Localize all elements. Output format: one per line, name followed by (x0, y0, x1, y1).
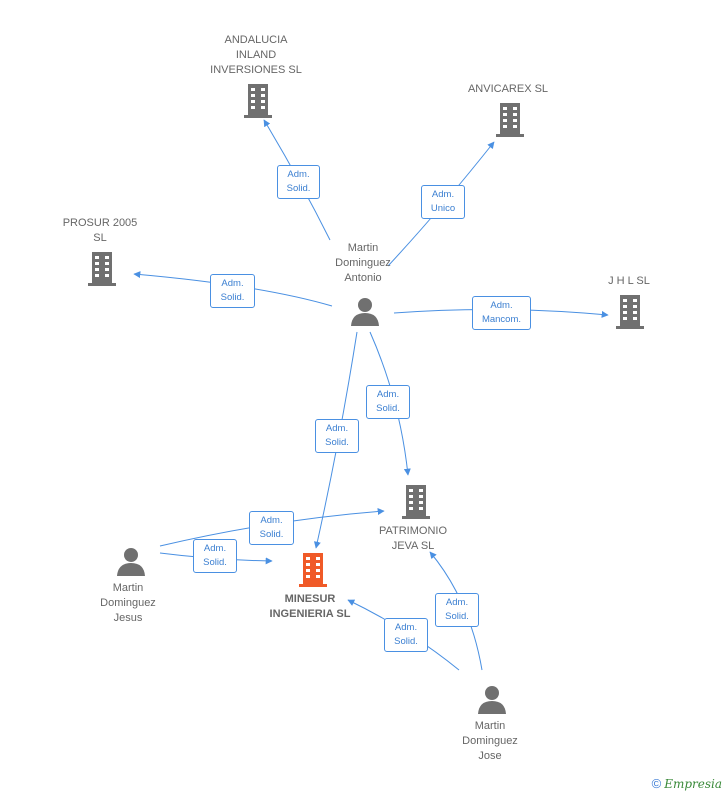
building-icon[interactable] (614, 295, 646, 329)
building-icon[interactable] (400, 485, 432, 519)
person-label-jesus[interactable]: Martin Dominguez Jesus (100, 582, 156, 624)
edge-label-jose-patrimonio[interactable]: Adm. Solid. (435, 593, 479, 627)
company-label-jhl[interactable]: J H L SL (608, 275, 650, 287)
brand-logo: Empresia (664, 777, 722, 791)
focus-building-icon[interactable] (297, 553, 329, 587)
edge-label-antonio-jhl[interactable]: Adm. Mancom. (472, 296, 531, 330)
company-label-anvicarex[interactable]: ANVICAREX SL (467, 83, 549, 95)
person-icon[interactable] (116, 546, 146, 576)
person-label-antonio[interactable]: Martin Dominguez Antonio (335, 242, 391, 284)
edge-label-jesus-patrimonio[interactable]: Adm. Solid. (249, 511, 294, 545)
edge-label-antonio-minesur[interactable]: Adm. Solid. (315, 419, 359, 453)
copyright-symbol: © (651, 776, 662, 791)
edge-label-antonio-andalucia[interactable]: Adm. Solid. (277, 165, 320, 199)
edge-label-antonio-prosur[interactable]: Adm. Solid. (210, 274, 255, 308)
building-icon[interactable] (242, 84, 274, 118)
company-label-minesur[interactable]: MINESUR INGENIERIA SL (269, 593, 351, 620)
person-icon[interactable] (350, 296, 380, 326)
building-icon[interactable] (494, 103, 526, 137)
company-label-prosur[interactable]: PROSUR 2005 SL (62, 217, 138, 244)
building-icon[interactable] (86, 252, 118, 286)
brand-footer: ©Empresia (652, 776, 722, 791)
company-label-patrimonio[interactable]: PATRIMONIO JEVA SL (378, 525, 448, 552)
edge-label-jose-minesur[interactable]: Adm. Solid. (384, 618, 428, 652)
edge-label-antonio-anvicarex[interactable]: Adm. Unico (421, 185, 465, 219)
edge-label-jesus-minesur[interactable]: Adm. Solid. (193, 539, 237, 573)
edge-label-antonio-patrimonio[interactable]: Adm. Solid. (366, 385, 410, 419)
company-label-andalucia[interactable]: ANDALUCIA INLAND INVERSIONES SL (210, 34, 302, 76)
person-icon[interactable] (477, 684, 507, 714)
person-label-jose[interactable]: Martin Dominguez Jose (462, 720, 518, 762)
